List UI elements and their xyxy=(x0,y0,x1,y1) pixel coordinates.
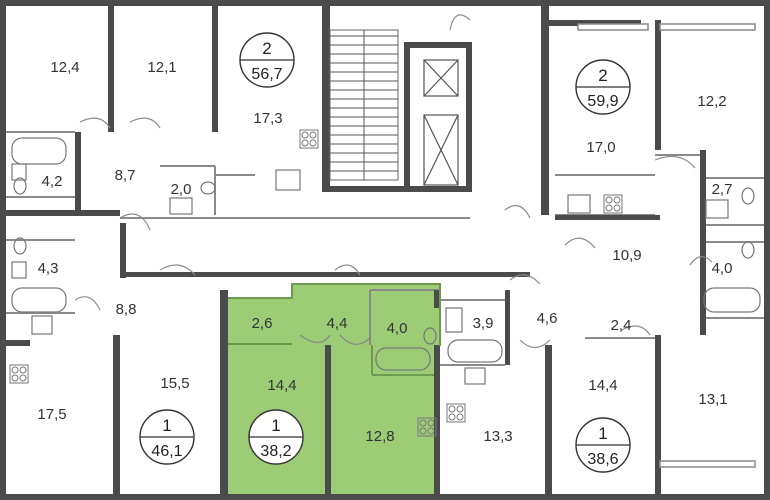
room-area-label: 17,3 xyxy=(253,110,282,127)
highlight-walls xyxy=(228,283,441,376)
apartment-marker-38-2[interactable]: 1 38,2 xyxy=(248,409,304,465)
room-labels: 12,4 12,1 17,3 4,2 8,7 2,0 4,3 8,8 15,5 … xyxy=(37,59,732,445)
apartment-area: 59,9 xyxy=(587,93,618,110)
apartment-area: 46,1 xyxy=(151,443,182,460)
room-area-label: 13,1 xyxy=(698,391,727,408)
room-area-label: 2,4 xyxy=(611,317,632,334)
apartment-area: 38,6 xyxy=(587,451,618,468)
windows xyxy=(577,23,756,468)
room-area-label: 12,1 xyxy=(147,59,176,76)
room-area-label: 10,9 xyxy=(612,247,641,264)
room-area-label: 8,7 xyxy=(115,167,136,184)
room-area-label: 17,0 xyxy=(586,139,615,156)
apartment-rooms: 1 xyxy=(162,416,171,435)
doors xyxy=(74,14,713,349)
room-area-label: 3,9 xyxy=(473,315,494,332)
room-area-label: 15,5 xyxy=(160,375,189,392)
room-area-label: 17,5 xyxy=(37,406,66,423)
room-area-label: 4,6 xyxy=(537,310,558,327)
stoves xyxy=(9,129,623,437)
apartment-area: 56,7 xyxy=(251,66,282,83)
fixtures xyxy=(11,137,761,385)
apartment-marker-59-9[interactable]: 2 59,9 xyxy=(575,59,631,115)
apartment-rooms: 1 xyxy=(598,424,607,443)
apartment-rooms: 2 xyxy=(262,39,271,58)
elevators xyxy=(423,59,459,186)
room-area-label: 2,7 xyxy=(712,181,733,198)
room-area-label: 4,0 xyxy=(712,260,733,277)
highlight-fill-a xyxy=(228,298,292,344)
room-area-label: 13,3 xyxy=(483,428,512,445)
room-area-label: 8,8 xyxy=(116,301,137,318)
room-area-label: 2,0 xyxy=(171,181,192,198)
apartment-rooms: 1 xyxy=(271,416,280,435)
room-area-label: 12,8 xyxy=(365,428,394,445)
apartment-marker-46-1[interactable]: 1 46,1 xyxy=(139,409,195,465)
room-area-label: 12,4 xyxy=(50,59,79,76)
apartment-marker-56-7[interactable]: 2 56,7 xyxy=(239,32,295,88)
room-area-label: 4,2 xyxy=(42,173,63,190)
room-area-label: 4,0 xyxy=(387,320,408,337)
room-area-label: 12,2 xyxy=(697,93,726,110)
apartment-area: 38,2 xyxy=(260,443,291,460)
apartment-marker-38-6[interactable]: 1 38,6 xyxy=(575,417,631,473)
room-area-label: 2,6 xyxy=(252,315,273,332)
room-area-label: 14,4 xyxy=(588,377,617,394)
apartment-rooms: 2 xyxy=(598,66,607,85)
room-area-label: 4,4 xyxy=(327,315,348,332)
room-area-label: 14,4 xyxy=(267,377,296,394)
stairwell xyxy=(329,29,399,181)
highlight-fill-b xyxy=(292,284,440,346)
room-area-label: 4,3 xyxy=(38,260,59,277)
